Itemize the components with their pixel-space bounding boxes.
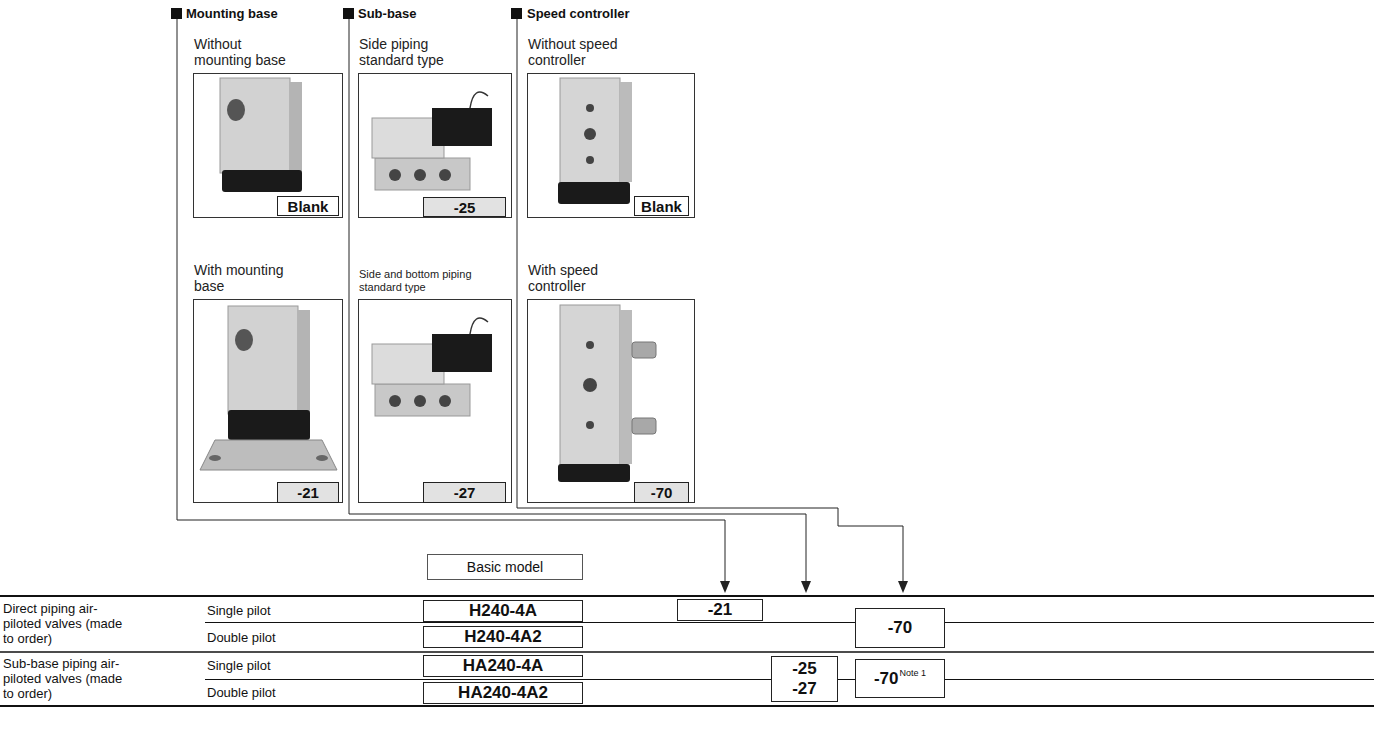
model-number-box: HA240-4A [423, 655, 583, 677]
header-box: Basic model [427, 554, 583, 580]
box-text: -27 [454, 484, 476, 501]
row-group-label: Direct piping air-piloted valves (made t… [3, 601, 128, 646]
option-caption: With mounting base [194, 262, 294, 294]
option-code-tag: -21 [277, 482, 339, 503]
header-square [511, 8, 522, 19]
box-text: H240-4A [469, 601, 537, 621]
photo-frame: With mounting base-21 [193, 299, 343, 503]
row-label: Double pilot [207, 685, 276, 701]
option-code-tag: Blank [634, 196, 689, 216]
box-text: -25 [454, 199, 476, 216]
header-square [343, 8, 354, 19]
row-group-label: Sub-base piping air-piloted valves (made… [3, 656, 128, 701]
note-reference: Note 1 [900, 668, 927, 678]
option-caption: Without mounting base [194, 36, 294, 68]
box-text: Basic model [467, 559, 543, 575]
valve-photo [372, 92, 492, 190]
option-caption: Side piping standard type [359, 36, 459, 68]
photo-frame: Side and bottom piping standard type-27 [358, 299, 512, 503]
box-text: -70 [874, 669, 899, 689]
box-text: -25 -27 [786, 659, 823, 699]
row-label: Single pilot [207, 603, 271, 619]
option-code-box: -21 [677, 599, 763, 621]
option-code-tag: -25 [423, 197, 506, 217]
box-text: -70 [651, 484, 673, 501]
section-heading: Speed controller [527, 6, 630, 21]
option-code-tag: -27 [423, 482, 506, 503]
valve-photo [200, 306, 337, 470]
section-heading: Mounting base [186, 6, 278, 21]
section-heading: Sub-base [358, 6, 417, 21]
header-square [171, 8, 182, 19]
photo-frame: Without mounting baseBlank [193, 73, 343, 218]
row-label: Double pilot [207, 630, 276, 646]
valve-photo [372, 318, 492, 416]
option-caption: Side and bottom piping standard type [359, 268, 509, 294]
box-text: -21 [297, 484, 319, 501]
option-code-box: -70Note 1 [855, 659, 945, 698]
box-text: HA240-4A2 [458, 683, 548, 703]
box-text: -21 [708, 600, 733, 620]
photo-frame: Without speed controllerBlank [527, 73, 695, 218]
option-caption: Without speed controller [528, 36, 628, 68]
box-text: Blank [288, 198, 329, 215]
photo-frame: With speed controller-70 [527, 299, 695, 503]
option-code-tag: -70 [634, 482, 689, 503]
valve-photo [558, 305, 656, 482]
photo-frame: Side piping standard type-25 [358, 73, 512, 218]
option-code-box: -25 -27 [771, 656, 838, 702]
model-number-box: HA240-4A2 [423, 682, 583, 704]
valve-photo [220, 78, 302, 192]
box-text: H240-4A2 [464, 627, 542, 647]
valve-photo [558, 78, 632, 204]
leader-lines [177, 19, 903, 583]
row-label: Single pilot [207, 658, 271, 674]
model-number-box: H240-4A [423, 600, 583, 622]
option-code-box: -70 [855, 608, 945, 648]
box-text: -70 [888, 618, 913, 638]
option-caption: With speed controller [528, 262, 628, 294]
option-code-tag: Blank [277, 196, 339, 216]
table-rules [0, 596, 1374, 706]
box-text: Blank [641, 198, 682, 215]
model-number-box: H240-4A2 [423, 626, 583, 648]
box-text: HA240-4A [463, 656, 543, 676]
arrowheads [720, 581, 908, 593]
